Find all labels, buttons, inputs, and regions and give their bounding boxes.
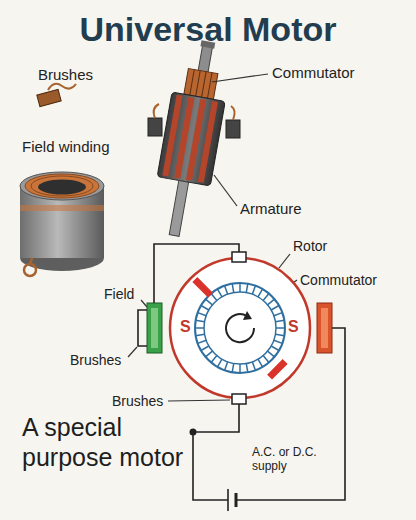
part-label: Brushes <box>70 352 121 368</box>
part-label: Rotor <box>293 238 327 254</box>
part-label: Commutator <box>300 272 377 288</box>
part-label: Brushes <box>112 393 163 409</box>
part-label: Field winding <box>22 138 110 155</box>
part-label: Commutator <box>272 64 355 81</box>
part-label: Field <box>104 286 134 302</box>
armature-drawing <box>148 37 235 240</box>
pole-label: S <box>288 318 299 336</box>
part-label: Armature <box>240 200 302 217</box>
field-winding-drawing <box>20 172 104 276</box>
pole-label: S <box>180 318 191 336</box>
brush-drawings <box>37 84 240 138</box>
title: Universal Motor <box>0 10 416 49</box>
part-label: Brushes <box>38 66 93 83</box>
supply-label: A.C. or D.C. supply <box>252 446 334 474</box>
junction-dot <box>190 429 197 436</box>
caption: A special purpose motor <box>22 412 187 472</box>
